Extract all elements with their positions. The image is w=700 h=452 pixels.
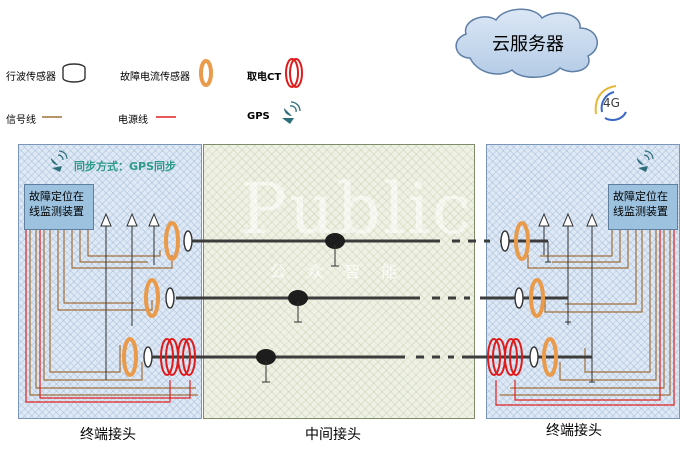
left-monitoring-device: 故障定位在线监测装置 [24, 184, 94, 230]
cloud-shape [455, 8, 598, 78]
legend-gps-icon [282, 101, 301, 124]
sync-mode-label: 同步方式：GPS同步 [74, 160, 177, 173]
right-sensors [487, 221, 558, 377]
right-signal-wires [500, 230, 671, 396]
left-sensors [122, 221, 196, 377]
cloud-server-label: 云服务器 [492, 34, 564, 55]
4g-badge: 4G [603, 96, 620, 110]
left-arrows [100, 212, 160, 380]
legend-power-ct-label: 取电CT [247, 72, 282, 83]
right-arrows [538, 212, 598, 382]
middle-joint-3 [256, 349, 276, 383]
left-signal-wires [29, 230, 198, 396]
legend-power-ct-icon [285, 58, 303, 88]
watermark-main: Public [240, 168, 473, 250]
middle-joint-panel [203, 144, 475, 419]
legend-traveling-wave-icon [62, 63, 86, 83]
right-monitoring-device: 故障定位在线监测装置 [608, 184, 678, 230]
legend-traveling-wave-label: 行波传感器 [6, 72, 56, 83]
right-cable-grounds [545, 241, 595, 383]
legend-gps-label: GPS [247, 111, 270, 122]
middle-joint-2 [288, 290, 308, 323]
legend-fault-current-label: 故障电流传感器 [120, 72, 190, 83]
watermark-sub: 公 众 智 能 [270, 262, 406, 281]
legend-power-line-label: 电源线 [118, 115, 148, 126]
right-power-wires [495, 230, 675, 406]
left-terminal-caption: 终端接头 [80, 427, 136, 443]
middle-joint-1 [325, 233, 345, 267]
left-power-wires [25, 230, 191, 403]
legend-signal-line-label: 信号线 [6, 115, 36, 126]
middle-joint-caption: 中间接头 [305, 427, 361, 443]
right-gps-icon [637, 150, 654, 172]
legend-fault-current-icon [199, 59, 213, 87]
right-terminal-caption: 终端接头 [546, 423, 602, 439]
4g-signal-icon [594, 85, 627, 121]
left-gps-icon [51, 150, 68, 172]
